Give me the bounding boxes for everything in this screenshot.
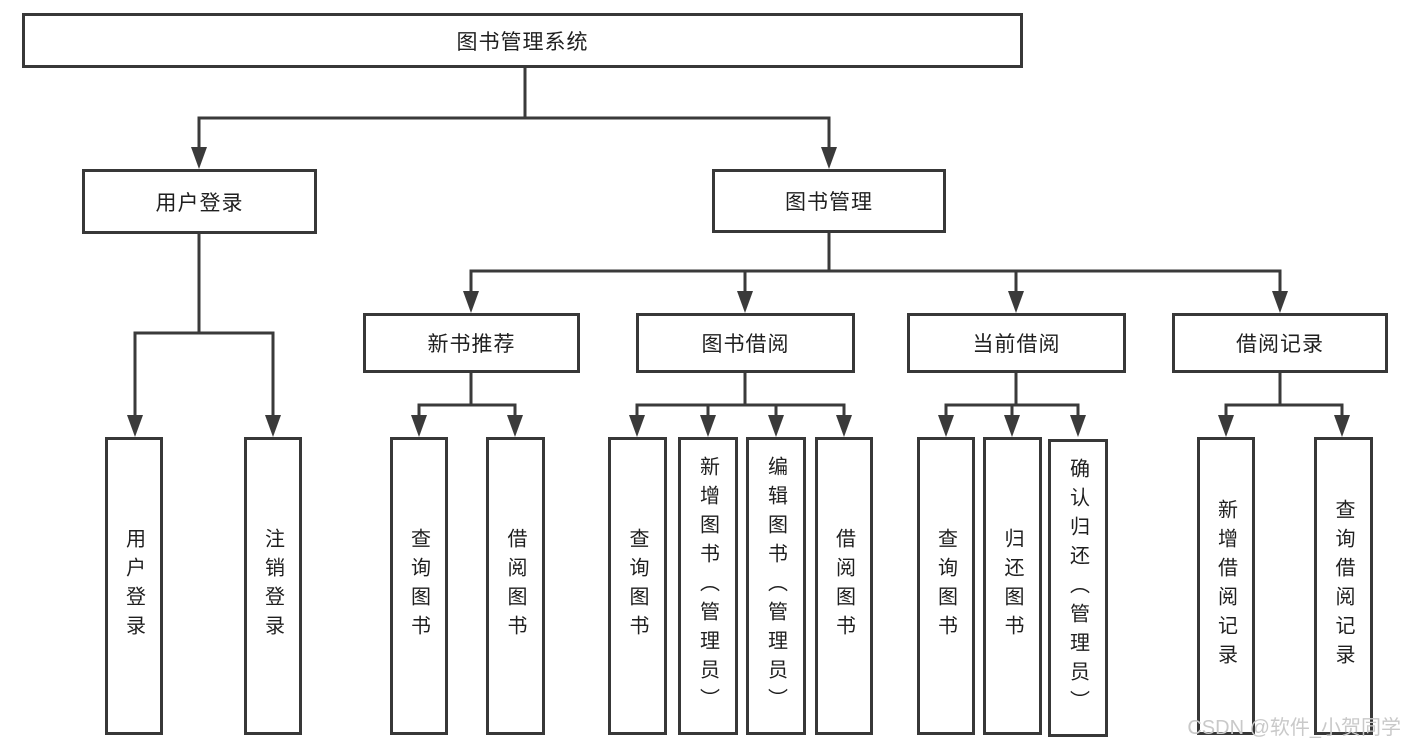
leaf-user-login: 用户登录 [105, 437, 163, 735]
leaf-query-borrow-record: 查询借阅记录 [1314, 437, 1373, 735]
leaf-logout: 注销登录 [244, 437, 302, 735]
leaf-add-borrow-record: 新增借阅记录 [1197, 437, 1255, 735]
leaf-confirm-return-admin: 确认归还（管理员） [1048, 439, 1108, 737]
node-book-borrowing: 图书借阅 [636, 313, 855, 373]
node-borrowing-records: 借阅记录 [1172, 313, 1388, 373]
leaf-return-books: 归还图书 [983, 437, 1042, 735]
leaf-add-book-admin: 新增图书（管理员） [678, 437, 738, 735]
leaf-query-books-recommend: 查询图书 [390, 437, 448, 735]
leaf-query-books-borrowing: 查询图书 [608, 437, 667, 735]
node-new-book-recommendation: 新书推荐 [363, 313, 580, 373]
leaf-query-books-current: 查询图书 [917, 437, 975, 735]
leaf-borrow-books-recommend: 借阅图书 [486, 437, 545, 735]
node-user-login: 用户登录 [82, 169, 317, 234]
node-current-borrowing: 当前借阅 [907, 313, 1126, 373]
arrowheads [127, 147, 1350, 437]
leaf-edit-book-admin: 编辑图书（管理员） [746, 437, 806, 735]
node-book-management: 图书管理 [712, 169, 946, 233]
leaf-borrow-books-borrowing: 借阅图书 [815, 437, 873, 735]
node-root: 图书管理系统 [22, 13, 1023, 68]
csdn-watermark: CSDN @软件_小贺同学 [1187, 717, 1401, 739]
